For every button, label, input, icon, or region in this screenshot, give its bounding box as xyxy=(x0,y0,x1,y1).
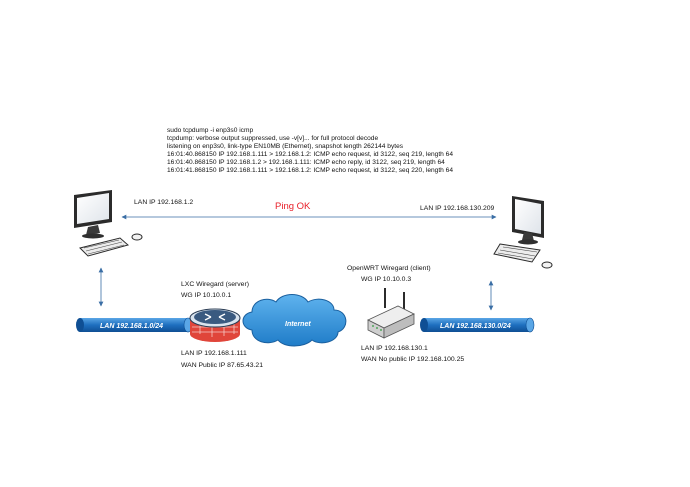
wifi-router-icon xyxy=(367,288,415,339)
server-title: LXC Wiregard (server) xyxy=(181,281,249,288)
internet-label: Internet xyxy=(285,321,311,328)
server-lan-ip: LAN IP 192.168.1.111 xyxy=(181,350,247,357)
desktop-computer-icon xyxy=(74,190,143,257)
client-title: OpenWRT Wiregard (client) xyxy=(347,265,431,272)
lan-right-label: LAN 192.168.130.0/24 xyxy=(440,323,511,330)
router-icon xyxy=(189,308,241,342)
terminal-line: 16:01:41.868150 IP 192.168.1.111 > 192.1… xyxy=(167,167,453,174)
client-wan-ip: WAN No public IP 192.168.100.25 xyxy=(361,356,464,363)
left-pc-lan-ip: LAN IP 192.168.1.2 xyxy=(134,199,193,206)
lan-bus-right: LAN 192.168.130.0/24 xyxy=(420,317,535,333)
desktop-computer-icon xyxy=(493,196,553,269)
terminal-line: listening on enp3s0, link-type EN10MB (E… xyxy=(167,143,404,150)
client-wg-ip: WG IP 10.10.0.3 xyxy=(361,276,411,283)
right-pc-lan-ip: LAN IP 192.168.130.209 xyxy=(420,205,495,212)
cloud-icon: Internet xyxy=(242,294,347,347)
client-lan-ip: LAN IP 192.168.130.1 xyxy=(361,345,428,352)
terminal-line: 16:01:40.868150 IP 192.168.1.111 > 192.1… xyxy=(167,151,453,158)
lan-bus-left: LAN 192.168.1.0/24 xyxy=(76,317,193,333)
tcpdump-output: sudo tcpdump -i enp3s0 icmp tcpdump: ver… xyxy=(167,127,453,174)
terminal-line: tcpdump: verbose output suppressed, use … xyxy=(167,135,378,142)
terminal-line: sudo tcpdump -i enp3s0 icmp xyxy=(167,127,253,134)
lan-left-label: LAN 192.168.1.0/24 xyxy=(100,323,163,330)
ping-status: Ping OK xyxy=(275,201,311,212)
server-wg-ip: WG IP 10.10.0.1 xyxy=(181,292,231,299)
server-wan-ip: WAN Public IP 87.65.43.21 xyxy=(181,362,263,369)
terminal-line: 16:01:40.868150 IP 192.168.1.2 > 192.168… xyxy=(167,159,445,166)
